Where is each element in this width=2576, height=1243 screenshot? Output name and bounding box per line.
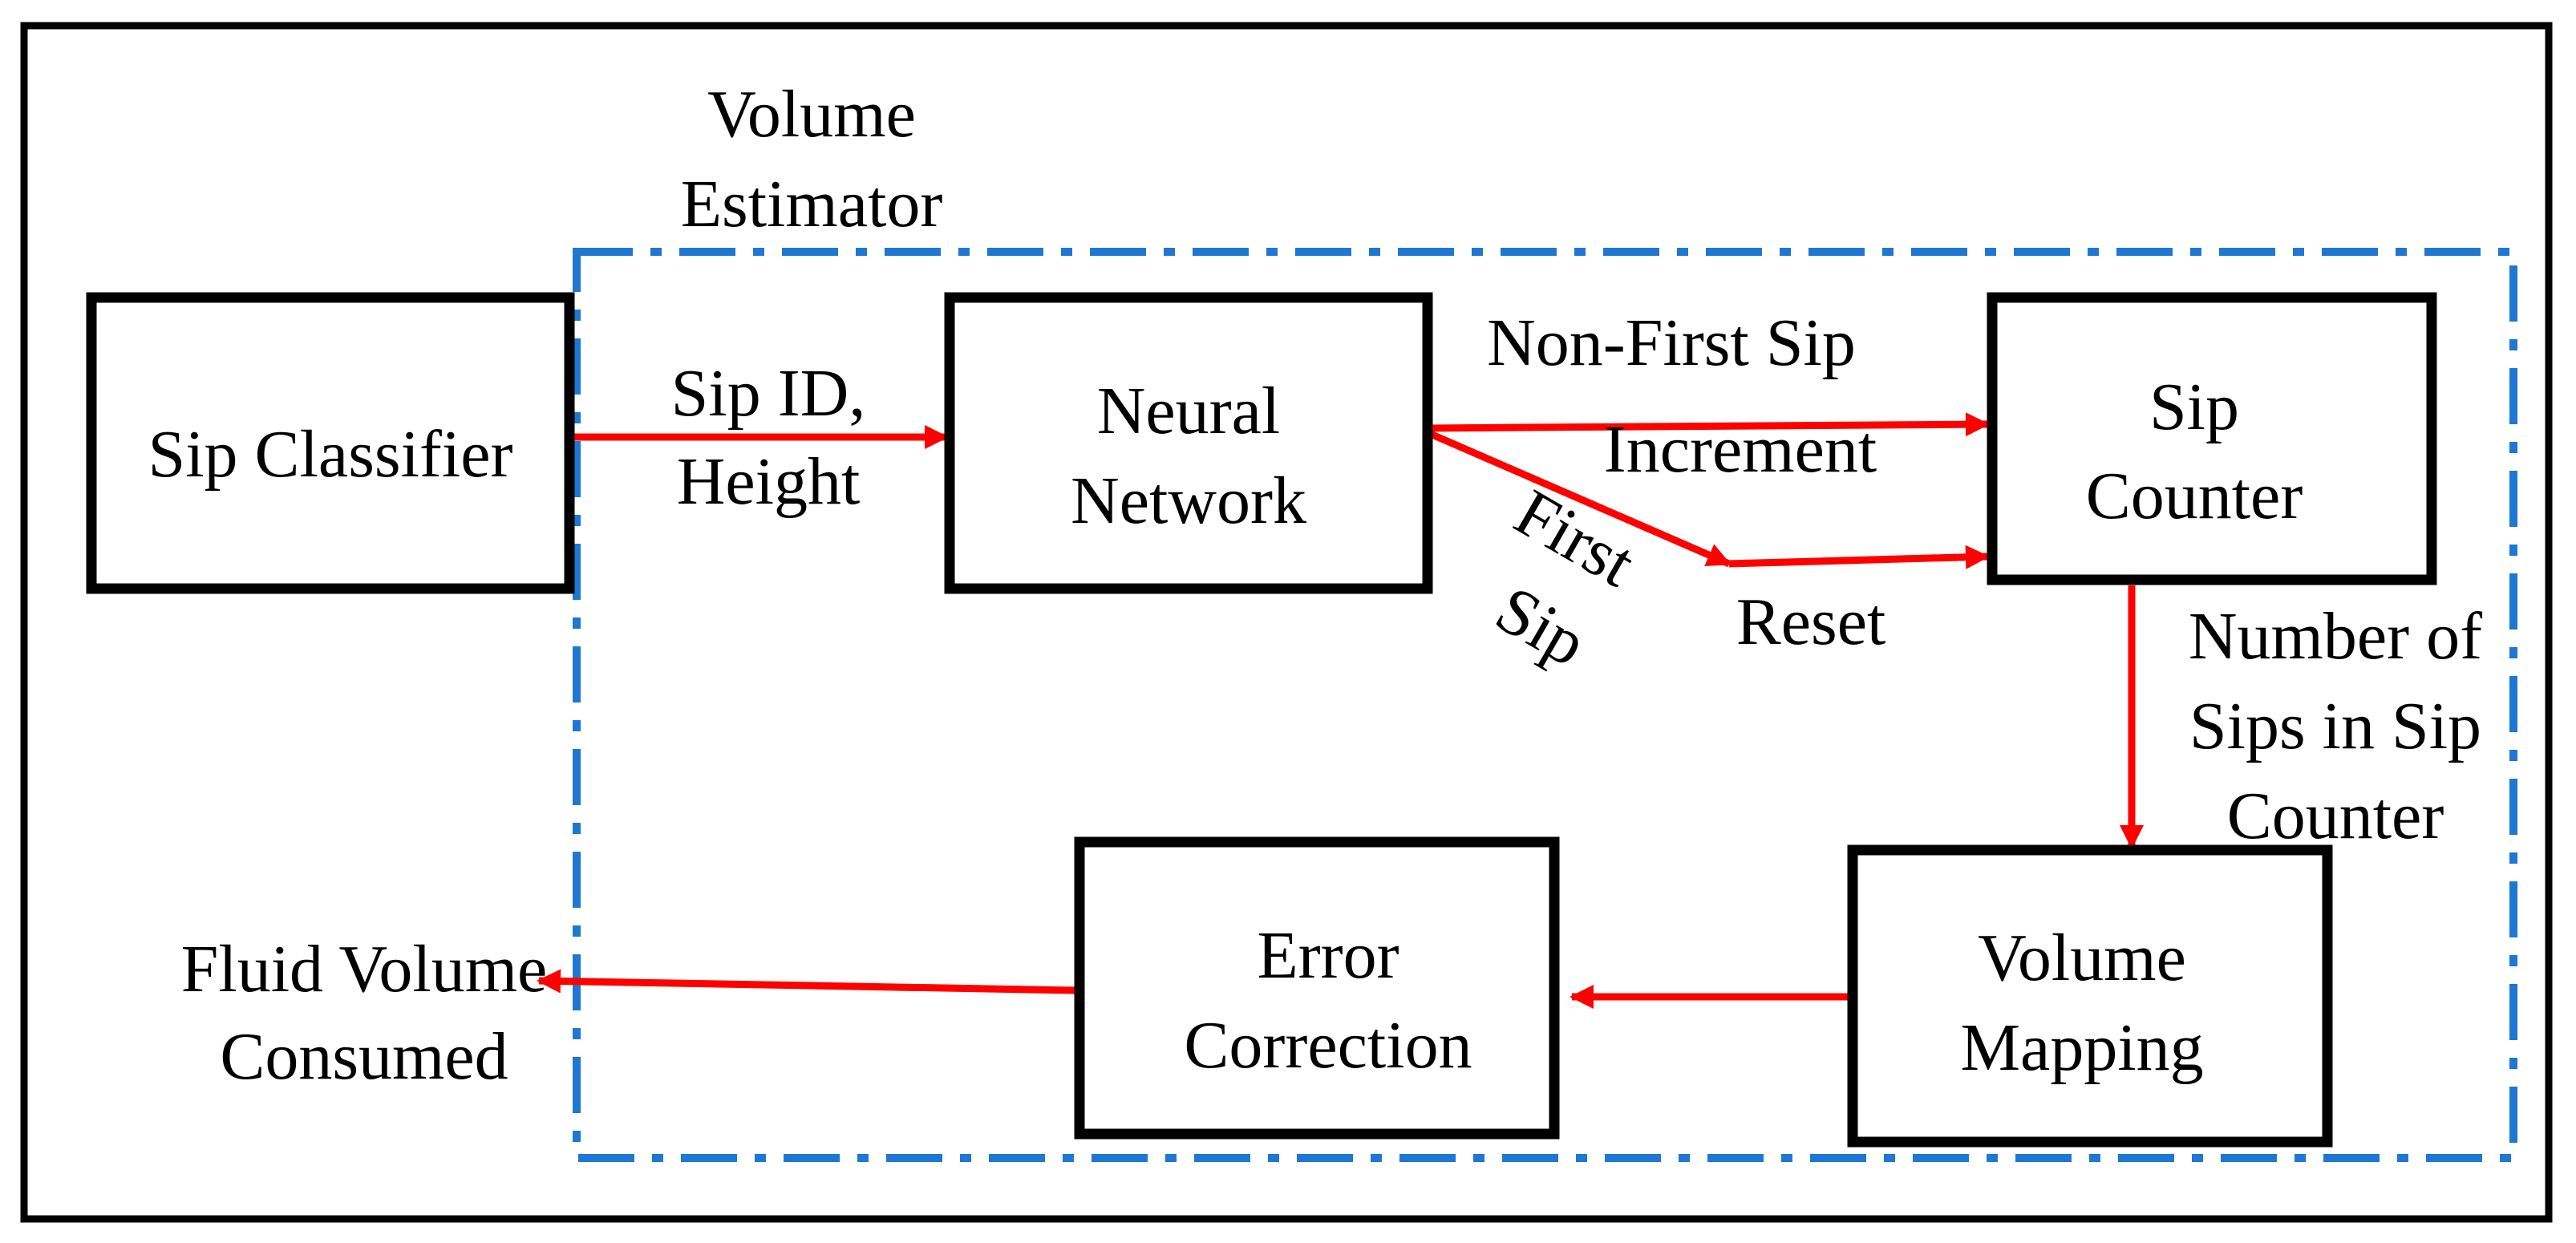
group-title-line1: Volume — [707, 77, 916, 152]
volume-estimator-group — [573, 248, 2517, 1162]
edge-label-count-line1: Number of — [2189, 599, 2482, 674]
arrow-first-sip — [1420, 426, 1732, 568]
error-correction-box — [1074, 836, 1560, 1140]
neural-network-box — [944, 292, 1433, 594]
arrow-nonfirst-to-counter — [1420, 412, 1990, 437]
edge-label-sip-id-line2: Height — [677, 444, 861, 519]
output-label-line2: Consumed — [220, 1019, 508, 1094]
volume-mapping-label-line2: Mapping — [1960, 1010, 2203, 1085]
edge-label-increment: Increment — [1604, 412, 1877, 487]
sip-classifier-box — [86, 292, 575, 594]
sip-counter-label-line2: Counter — [2086, 459, 2303, 533]
volume-mapping-box — [1847, 844, 2333, 1148]
neural-network-label-line1: Neural — [1097, 374, 1281, 448]
edge-label-non-first-sip: Non-First Sip — [1487, 306, 1856, 380]
edge-label-reset: Reset — [1736, 585, 1886, 659]
outer-frame — [20, 22, 2553, 1223]
error-correction-label-line1: Error — [1257, 918, 1399, 993]
output-label-line1: Fluid Volume — [181, 932, 548, 1006]
sip-counter-label-line1: Sip — [2149, 370, 2239, 444]
sip-counter-box — [1987, 292, 2437, 585]
arrow-correction-to-output — [537, 969, 1077, 994]
group-title-line2: Estimator — [681, 167, 943, 241]
arrow-reset-to-counter — [1728, 545, 1990, 569]
error-correction-label-line2: Correction — [1184, 1008, 1472, 1083]
neural-network-label-line2: Network — [1071, 464, 1306, 538]
sip-classifier-label: Sip Classifier — [148, 417, 513, 492]
edge-label-first-sip-line2: Sip — [1484, 572, 1599, 682]
edge-label-sip-id-line1: Sip ID, — [671, 356, 866, 431]
volume-mapping-label-line1: Volume — [1978, 921, 2186, 995]
edge-label-count-line2: Sips in Sip — [2189, 689, 2481, 763]
edge-label-count-line3: Counter — [2227, 779, 2444, 853]
